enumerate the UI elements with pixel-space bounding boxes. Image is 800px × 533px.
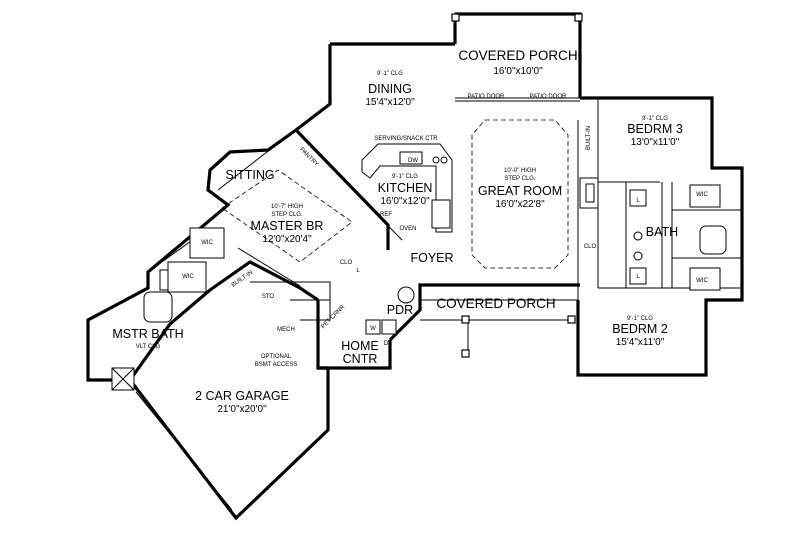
master-bath-ceiling: VLT CLG bbox=[136, 344, 161, 350]
l-label-2: L bbox=[636, 274, 640, 280]
sitting-title: SITTING bbox=[225, 168, 274, 182]
wic-master-2: WIC bbox=[182, 274, 194, 280]
great-room-dims: 16'0"x22'8" bbox=[495, 199, 545, 210]
covered-porch-rear-dims: 16'0"x10'0" bbox=[493, 66, 543, 77]
dining-ceiling: 9'-1" CLG bbox=[377, 71, 403, 77]
d-label: D bbox=[384, 341, 389, 347]
master-title: MASTER BR bbox=[251, 219, 324, 233]
l-label-master: L bbox=[356, 268, 360, 274]
clo-great-room: CLO bbox=[584, 244, 597, 250]
pet-crnr-label: PET CRNR bbox=[320, 304, 346, 330]
kitchen-dims: 16'0"x12'0" bbox=[380, 196, 430, 207]
bedroom3-ceiling: 9'-1" CLG bbox=[642, 116, 668, 122]
clo-master: CLO bbox=[340, 260, 353, 266]
covered-porch-rear-title: COVERED PORCH bbox=[458, 48, 577, 63]
garage-door bbox=[135, 391, 233, 511]
pdr-title: PDR bbox=[387, 303, 413, 317]
master-ceiling-1: 10'-7" HIGH bbox=[271, 204, 303, 210]
dining-dims: 15'4"x12'0" bbox=[365, 97, 415, 108]
dw-label: DW bbox=[408, 158, 418, 164]
garage-dims: 21'0"x20'0" bbox=[217, 404, 267, 415]
wic-master-1: WIC bbox=[201, 240, 213, 246]
wic-bedroom3: WIC bbox=[696, 192, 708, 198]
kitchen-ceiling: 9'-1" CLG bbox=[392, 174, 418, 180]
master-ceiling-2: STEP CLG. bbox=[271, 212, 303, 218]
great-room-title: GREAT ROOM bbox=[478, 184, 562, 198]
garage-title: 2 CAR GARAGE bbox=[195, 389, 289, 403]
dining-title: DINING bbox=[368, 82, 412, 96]
great-room-ceiling-2: STEP CLG. bbox=[504, 176, 536, 182]
optional-line1: OPTIONAL bbox=[261, 354, 292, 360]
oven-label: OVEN bbox=[399, 226, 416, 232]
mech-label: MECH bbox=[277, 327, 295, 333]
kitchen-title: KITCHEN bbox=[378, 181, 433, 195]
covered-porch-front-title: COVERED PORCH bbox=[436, 296, 555, 311]
wic-bedroom2: WIC bbox=[696, 278, 708, 284]
w-label: W bbox=[370, 326, 376, 332]
patio-door-label-2: PATIO DOOR bbox=[530, 94, 567, 100]
foyer-title: FOYER bbox=[410, 251, 453, 265]
bedroom3-title: BEDRM 3 bbox=[627, 122, 683, 136]
bedroom2-ceiling: 9'-1" CLG bbox=[627, 316, 653, 322]
l-label-1: L bbox=[636, 198, 640, 204]
master-dims: 12'0"x20'4" bbox=[262, 234, 312, 245]
bedroom3-dims: 13'0"x11'0" bbox=[631, 137, 680, 148]
bath-title: BATH bbox=[646, 225, 678, 239]
serving-snack-label: SERVING/SNACK CTR bbox=[374, 136, 438, 142]
bedroom2-title: BEDRM 2 bbox=[612, 322, 668, 336]
home-cntr-line1: HOME bbox=[341, 339, 379, 353]
bedroom2-dims: 15'4"x11'0" bbox=[616, 337, 665, 348]
patio-door-label-1: PATIO DOOR bbox=[468, 94, 505, 100]
great-room-ceiling-1: 10'-0" HIGH bbox=[504, 168, 536, 174]
fixtures bbox=[111, 143, 727, 391]
master-bath-title: MSTR BATH bbox=[112, 327, 183, 341]
step-ceilings bbox=[221, 119, 569, 269]
ref-label: REF bbox=[380, 212, 392, 218]
built-in-great-room: BUILT-IN bbox=[586, 126, 592, 150]
exterior-walls bbox=[86, 12, 744, 521]
porch-posts bbox=[451, 13, 583, 358]
sto-label: STO bbox=[262, 294, 275, 300]
optional-line2: BSMT ACCESS bbox=[255, 362, 298, 368]
home-cntr-line2: CNTR bbox=[343, 352, 378, 366]
